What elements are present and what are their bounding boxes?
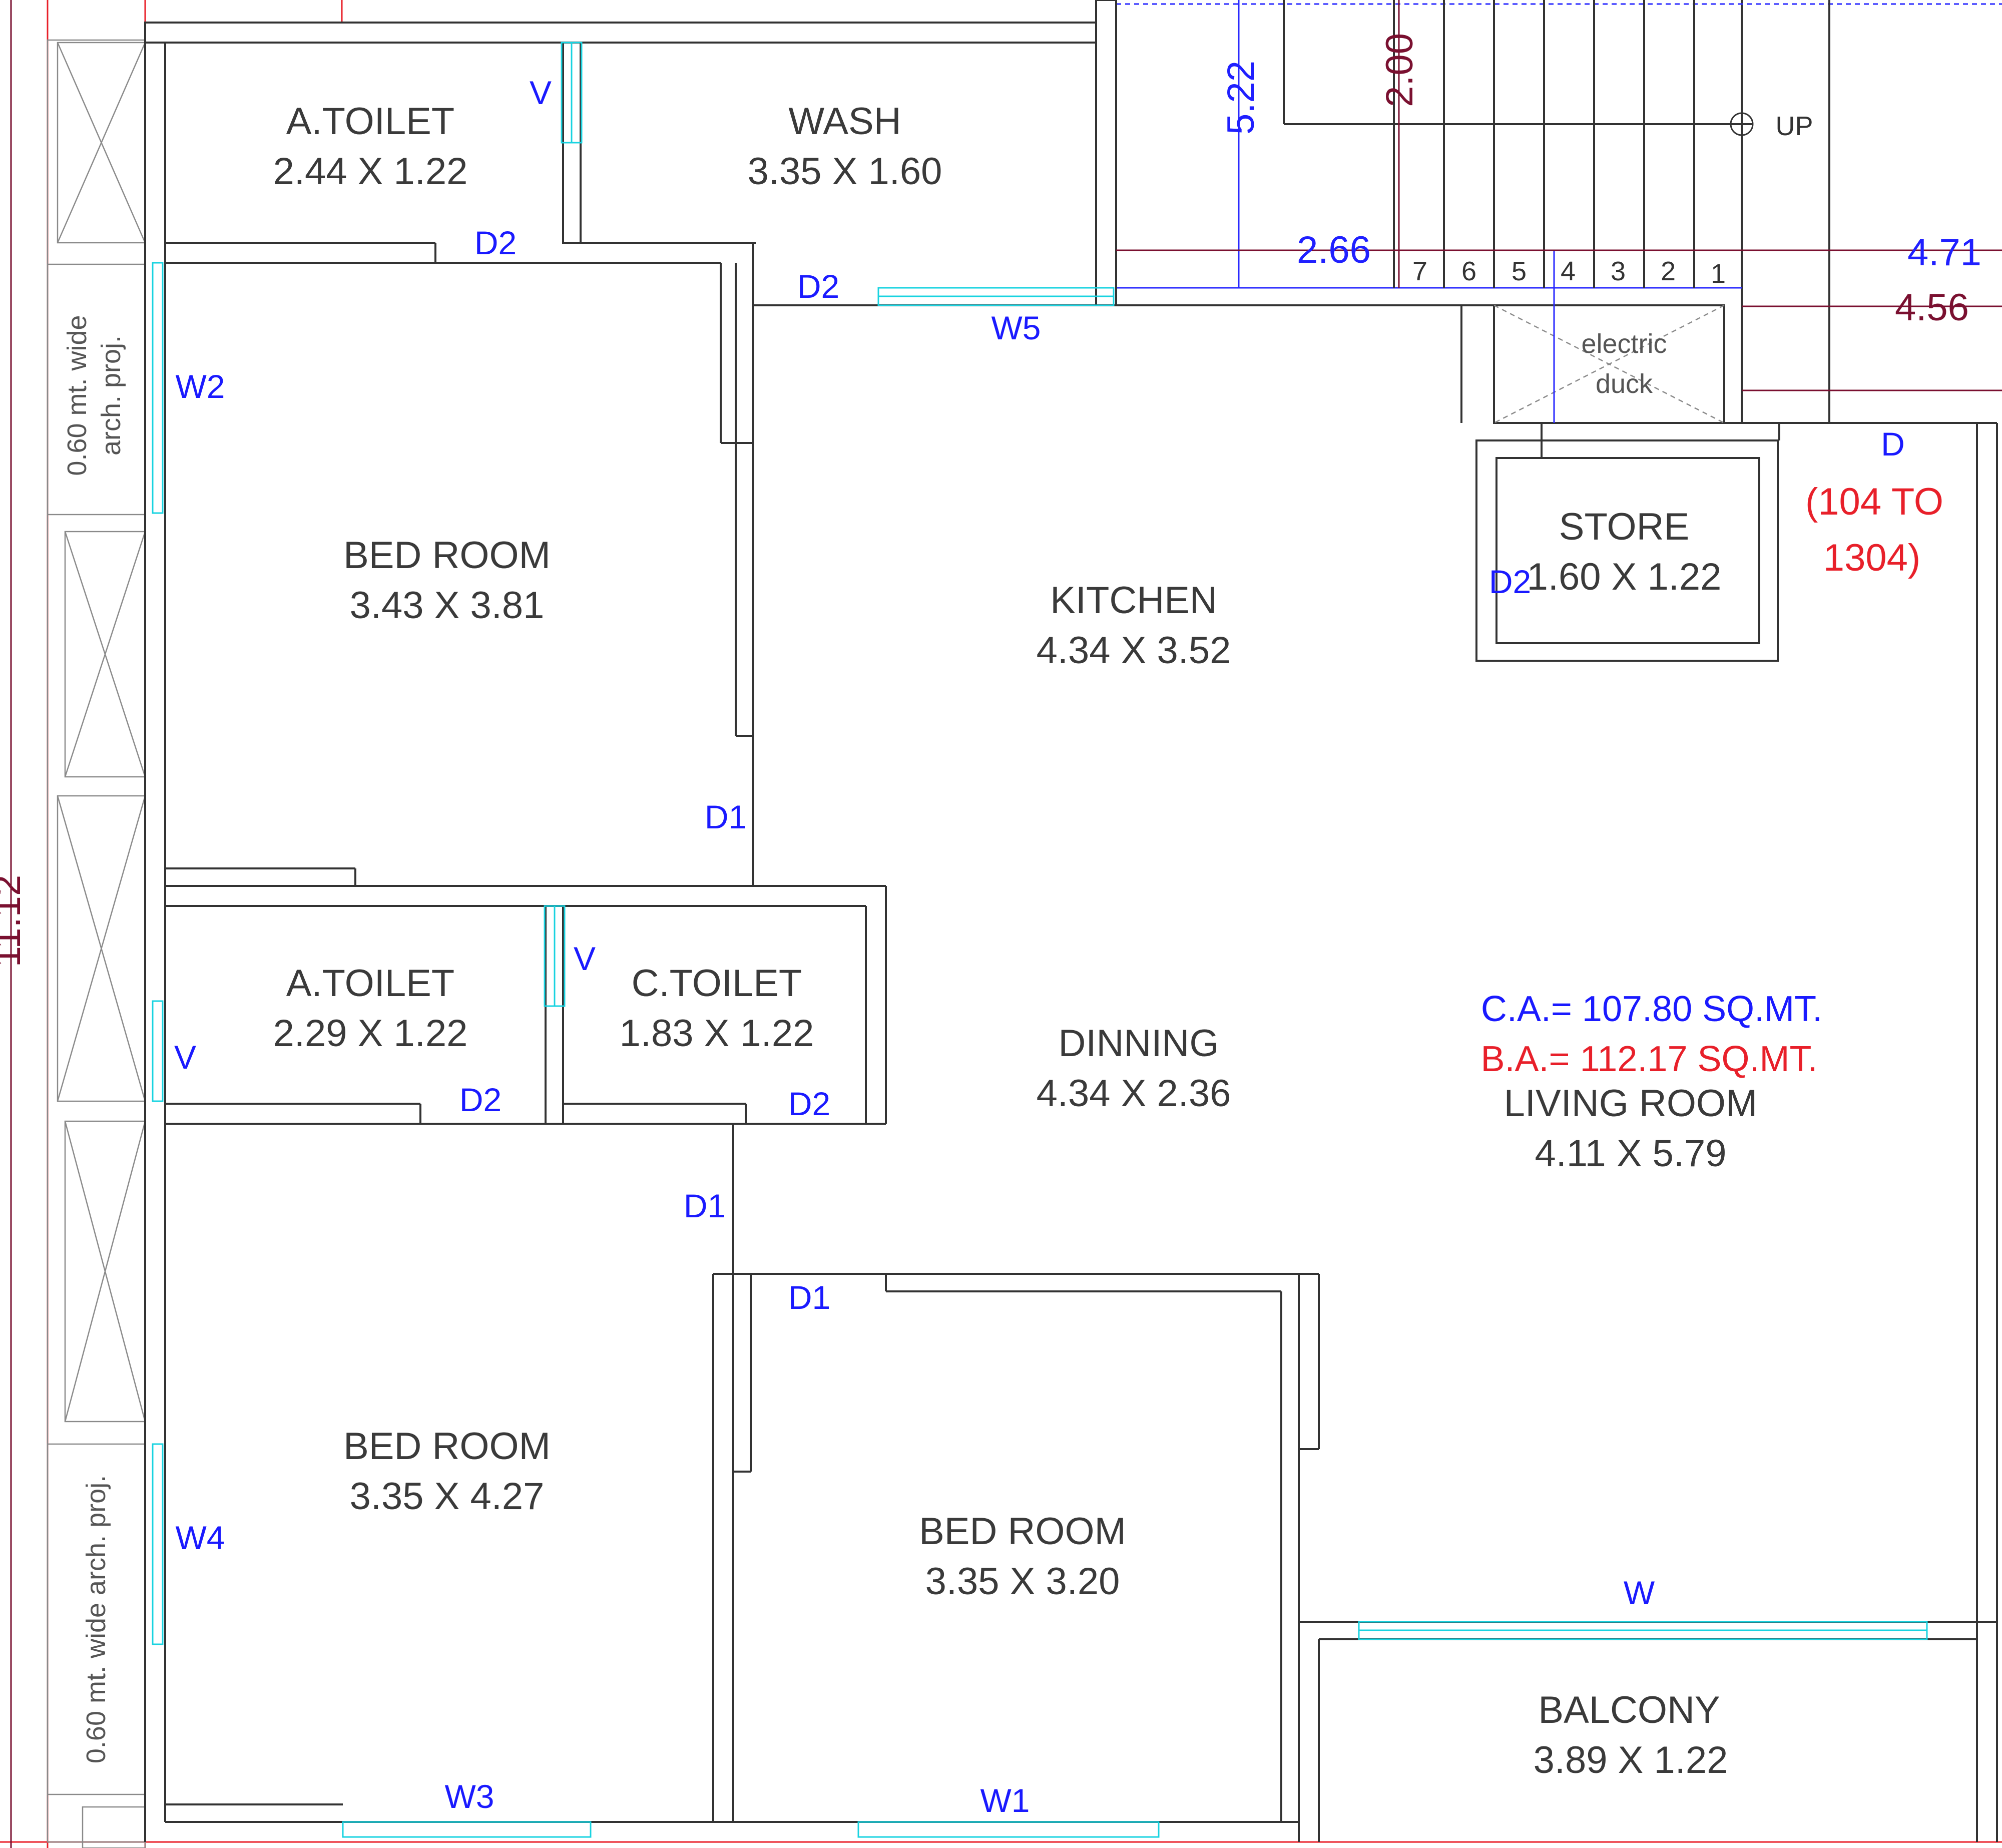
label-d2-wash: D2 [797,268,839,305]
label-v-toilet1: V [530,74,552,111]
dim-4-56: 4.56 [1895,286,1969,329]
staircase: UP 7 6 5 4 3 2 1 [1115,0,2002,423]
room-bed2-size: 3.35 X 4.27 [350,1475,545,1518]
label-w-balcony: W [1624,1574,1655,1611]
stair-up-label: UP [1775,111,1813,141]
room-bed3-size: 3.35 X 3.20 [925,1560,1120,1603]
stair-step-3: 3 [1611,256,1626,286]
label-d2-ctoilet: D2 [788,1085,830,1122]
label-v-toilet2: V [174,1039,196,1076]
arch-proj-note-2: 0.60 mt. wide arch. proj. [81,1475,111,1763]
room-balcony-name: BALCONY [1538,1689,1720,1731]
room-ctoilet-name: C.TOILET [632,962,802,1005]
label-d1-bed2: D1 [684,1187,726,1224]
opening-labels: V D2 D2 W5 W2 D1 D2 D V V D2 D2 D1 D1 W4… [174,74,1905,1819]
room-store-size: 1.60 X 1.22 [1527,556,1722,598]
room-toilet2-size: 2.29 X 1.22 [273,1012,468,1055]
carpet-area: C.A.= 107.80 SQ.MT. [1481,989,1822,1029]
label-w4: W4 [176,1519,225,1556]
room-toilet1-size: 2.44 X 1.22 [273,150,468,193]
room-dinning-size: 4.34 X 2.36 [1037,1072,1231,1115]
stair-step-6: 6 [1461,256,1476,286]
label-d2-toilet2: D2 [459,1081,502,1118]
label-w3: W3 [445,1778,494,1815]
left-dimension: 11.12 [0,0,29,1848]
room-kitchen-name: KITCHEN [1050,579,1217,622]
label-d1-bed3: D1 [788,1279,830,1316]
dim-4-71: 4.71 [1907,231,1981,274]
label-d2-store: D2 [1489,563,1531,600]
label-d1-bed1: D1 [705,798,747,835]
room-living-size: 4.11 X 5.79 [1535,1132,1726,1175]
room-bed2-name: BED ROOM [343,1425,551,1468]
room-balcony-size: 3.89 X 1.22 [1534,1739,1728,1781]
label-w1: W1 [980,1782,1030,1819]
unit-range-line2: 1304) [1823,537,1920,579]
stair-dimensions: 5.22 2.00 2.66 4.71 4.56 [1116,0,2002,391]
dim-5-22: 5.22 [1220,61,1262,135]
room-toilet1-name: A.TOILET [286,100,454,143]
stair-step-1: 1 [1711,259,1726,289]
room-wash-name: WASH [788,100,901,143]
room-bed1-size: 3.43 X 3.81 [350,584,545,627]
stair-step-7: 7 [1412,256,1427,286]
annotations: 0.60 mt. wide arch. proj. 0.60 mt. wide … [62,315,1943,1763]
stair-step-4: 4 [1561,256,1576,286]
arch-proj-note-1-line2: arch. proj. [96,335,126,455]
room-ctoilet-size: 1.83 X 1.22 [620,1012,814,1055]
label-w5: W5 [991,309,1041,346]
stair-step-2: 2 [1661,256,1676,286]
arch-proj-note-1-line1: 0.60 mt. wide [62,315,92,476]
room-toilet2-name: A.TOILET [286,962,454,1005]
stair-step-5: 5 [1512,256,1527,286]
room-living-name: LIVING ROOM [1504,1082,1758,1125]
room-bed1-name: BED ROOM [343,534,551,577]
label-d2-toilet1: D2 [474,224,517,261]
room-dinning-name: DINNING [1059,1022,1219,1065]
room-labels: A.TOILET 2.44 X 1.22 WASH 3.35 X 1.60 BE… [273,100,1758,1781]
label-v-ctoilet: V [574,940,596,977]
electric-duct-label-line1: electric [1581,329,1667,359]
room-wash-size: 3.35 X 1.60 [748,150,942,193]
room-store-name: STORE [1559,506,1689,548]
room-bed3-name: BED ROOM [919,1510,1126,1553]
built-area: B.A.= 112.17 SQ.MT. [1481,1039,1818,1079]
unit-range-line1: (104 TO [1805,481,1943,523]
room-kitchen-size: 4.34 X 3.52 [1037,629,1231,672]
dim-11-12: 11.12 [0,875,29,968]
dim-2-00: 2.00 [1378,33,1421,107]
label-d-main: D [1881,425,1905,463]
label-w2: W2 [176,368,225,405]
dim-2-66: 2.66 [1297,229,1371,271]
windows [152,42,1928,1838]
electric-duct-label-line2: duck [1596,369,1653,399]
